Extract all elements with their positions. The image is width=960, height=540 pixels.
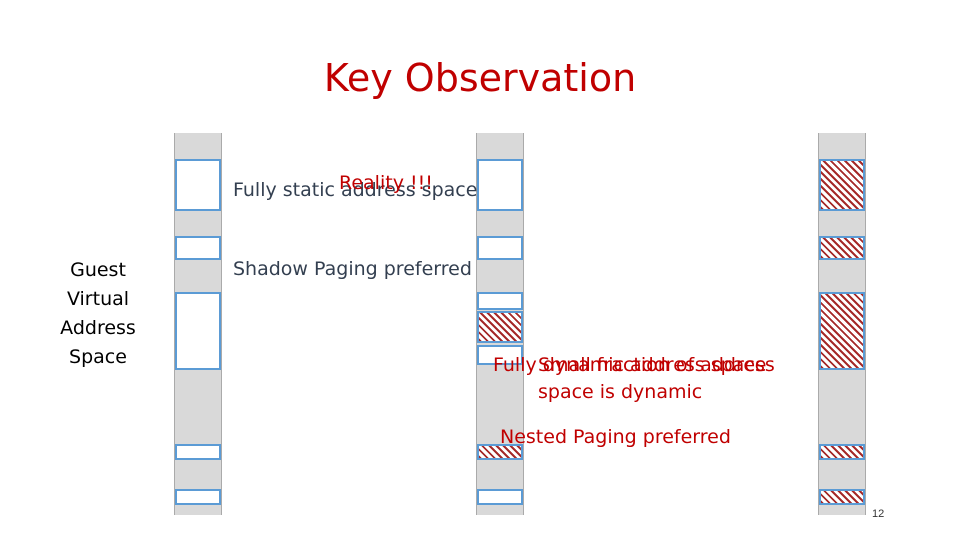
- fully-static-label: Fully static address space: [233, 179, 478, 201]
- address-space-bar-dynamic: [818, 133, 866, 515]
- static-segment: [477, 236, 523, 260]
- dynamic-segment: [819, 292, 865, 370]
- dynamic-segment: [477, 444, 523, 460]
- dynamic-segment: [477, 311, 523, 343]
- static-segment: [477, 159, 523, 211]
- page-number: 12: [872, 508, 885, 520]
- nested-paging-label: Nested Paging preferred: [500, 426, 731, 448]
- static-segment: [175, 444, 221, 460]
- dynamic-segment: [819, 159, 865, 211]
- static-segment: [477, 292, 523, 310]
- fully-dynamic-label: Fully dynamic address space: [493, 354, 767, 376]
- address-space-bar-static: [174, 133, 222, 515]
- static-segment: [477, 345, 523, 365]
- reality-label: Reality !!!: [339, 172, 433, 194]
- static-segment: [175, 236, 221, 260]
- slide-title: Key Observation: [323, 56, 637, 100]
- guest-virtual-address-space-label: Guest Virtual Address Space: [60, 259, 136, 368]
- small-fraction-label: Small fraction of address: [538, 354, 775, 376]
- space-dynamic-label: space is dynamic: [538, 381, 703, 403]
- static-segment: [175, 489, 221, 505]
- dynamic-segment: [819, 489, 865, 505]
- static-segment: [477, 489, 523, 505]
- shadow-paging-label: Shadow Paging preferred: [233, 258, 472, 280]
- static-segment: [175, 159, 221, 211]
- dynamic-segment: [819, 444, 865, 460]
- address-space-bar-mixed: [476, 133, 524, 515]
- dynamic-segment: [819, 236, 865, 260]
- static-segment: [175, 292, 221, 370]
